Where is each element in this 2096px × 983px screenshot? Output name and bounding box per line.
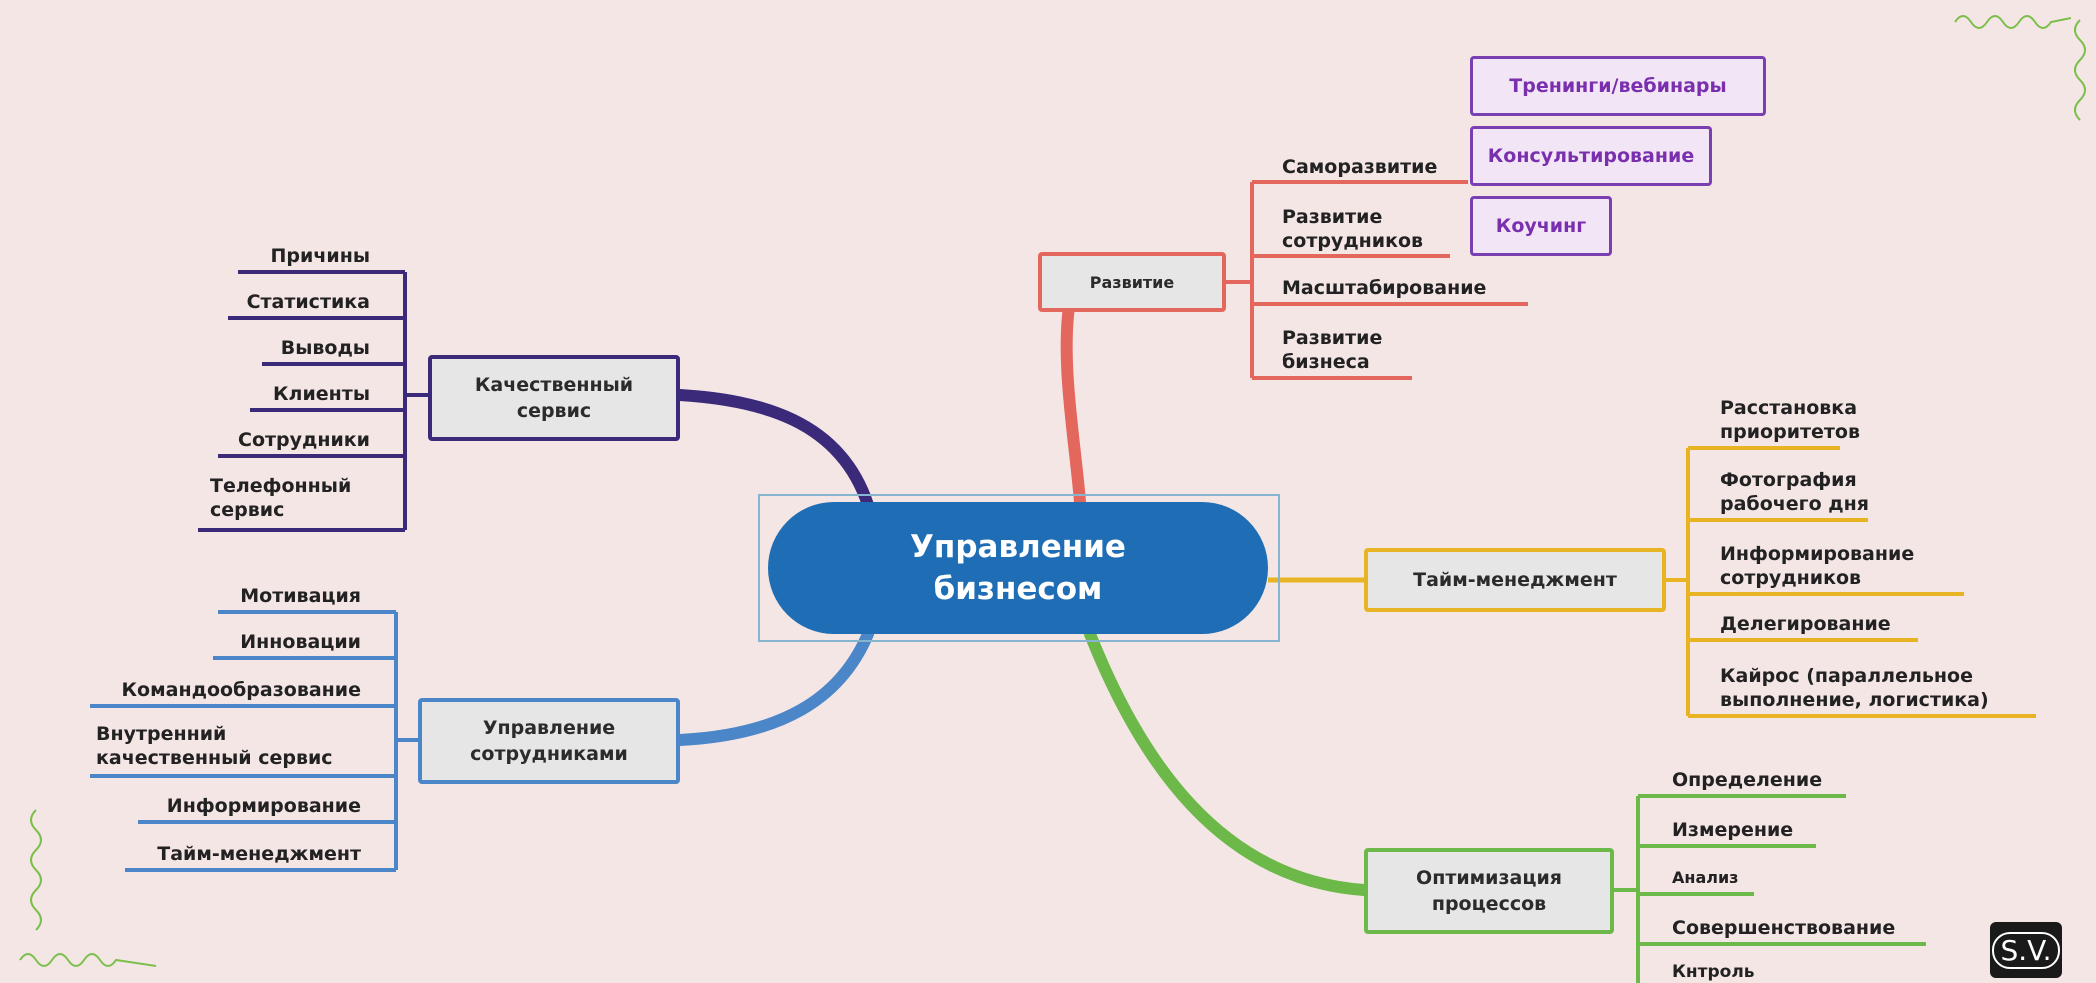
optimization-item: Определение bbox=[1672, 769, 1823, 791]
center-line-2: бизнесом bbox=[933, 571, 1103, 607]
pill-trainings[interactable]: Тренинги/вебинары bbox=[1470, 56, 1766, 116]
center-node[interactable]: Управление бизнесом bbox=[768, 502, 1268, 634]
center-line-1: Управление bbox=[910, 529, 1126, 565]
quality-item: Клиенты bbox=[273, 383, 370, 405]
development-title: Развитие bbox=[1089, 272, 1175, 292]
branch-development bbox=[1060, 294, 1086, 508]
staff-item: Инновации bbox=[240, 631, 361, 653]
quality-last-line-1: Телефонный bbox=[210, 475, 352, 497]
branch-quality bbox=[674, 389, 874, 511]
development-employees-line-1: Развитие bbox=[1282, 206, 1383, 228]
pill-coaching[interactable]: Коучинг bbox=[1470, 196, 1612, 256]
quality-item: Выводы bbox=[280, 337, 370, 359]
node-time-management[interactable]: Тайм-менеджмент bbox=[1364, 548, 1666, 612]
staff-title-line-2: сотрудниками bbox=[470, 743, 628, 765]
quality-last-line-2: сервис bbox=[210, 499, 285, 521]
time-item-5-line-2: выполнение, логистика) bbox=[1720, 689, 1989, 711]
staff-item: Информирование bbox=[166, 795, 361, 817]
development-business-line-2: бизнеса bbox=[1282, 351, 1370, 373]
optimization-title-line-2: процессов bbox=[1431, 893, 1547, 915]
time-item-3-line-1: Информирование bbox=[1720, 543, 1915, 565]
quality-item: Причины bbox=[270, 245, 370, 267]
time-title: Тайм-менеджмент bbox=[1413, 569, 1617, 591]
time-item-3-line-2: сотрудников bbox=[1720, 567, 1862, 589]
corner-doodle bbox=[19, 15, 2086, 967]
branch-staff bbox=[674, 628, 874, 746]
optimization-title-line-1: Оптимизация bbox=[1416, 867, 1562, 889]
node-process-optimization[interactable]: Оптимизация процессов bbox=[1364, 848, 1614, 934]
time-item-2-line-1: Фотография bbox=[1720, 469, 1857, 491]
time-item: Делегирование bbox=[1720, 613, 1891, 635]
time-item-5-line-1: Кайрос (параллельное bbox=[1720, 665, 1973, 687]
node-quality-service[interactable]: Качественный сервис bbox=[428, 355, 680, 441]
quality-title-line-1: Качественный bbox=[474, 374, 634, 396]
optimization-item: Измерение bbox=[1672, 819, 1794, 841]
development-business-line-1: Развитие bbox=[1282, 327, 1383, 349]
node-staff-management[interactable]: Управление сотрудниками bbox=[418, 698, 680, 784]
branch-optimization bbox=[1084, 628, 1370, 896]
staff-item: Командообразование bbox=[121, 679, 361, 701]
staff-inner-line-2: качественный сервис bbox=[96, 747, 333, 769]
optimization-item: Совершенствование bbox=[1672, 917, 1896, 939]
time-item-1-line-1: Расстановка bbox=[1720, 397, 1858, 419]
quality-item: Сотрудники bbox=[238, 429, 370, 451]
quality-item: Статистика bbox=[246, 291, 370, 313]
development-employees-line-2: сотрудников bbox=[1282, 230, 1424, 252]
pill-consulting[interactable]: Консультирование bbox=[1470, 126, 1712, 186]
logo-text: S.V. bbox=[1992, 931, 2060, 969]
staff-inner-line-1: Внутренний bbox=[96, 723, 227, 745]
staff-item: Мотивация bbox=[240, 585, 361, 607]
optimization-item: Анализ bbox=[1672, 868, 1739, 887]
time-item-1-line-2: приоритетов bbox=[1720, 421, 1860, 443]
development-item: Саморазвитие bbox=[1282, 156, 1438, 178]
center-frame bbox=[758, 494, 1280, 642]
staff-title-line-1: Управление bbox=[482, 717, 616, 739]
staff-item: Тайм-менеджмент bbox=[157, 843, 361, 865]
development-item: Масштабирование bbox=[1282, 277, 1487, 299]
time-item-2-line-2: рабочего дня bbox=[1720, 493, 1869, 515]
author-logo: S.V. bbox=[1990, 922, 2062, 978]
optimization-item: Кнтроль bbox=[1672, 962, 1755, 982]
quality-title-line-2: сервис bbox=[516, 400, 592, 422]
node-development[interactable]: Развитие bbox=[1038, 252, 1226, 312]
